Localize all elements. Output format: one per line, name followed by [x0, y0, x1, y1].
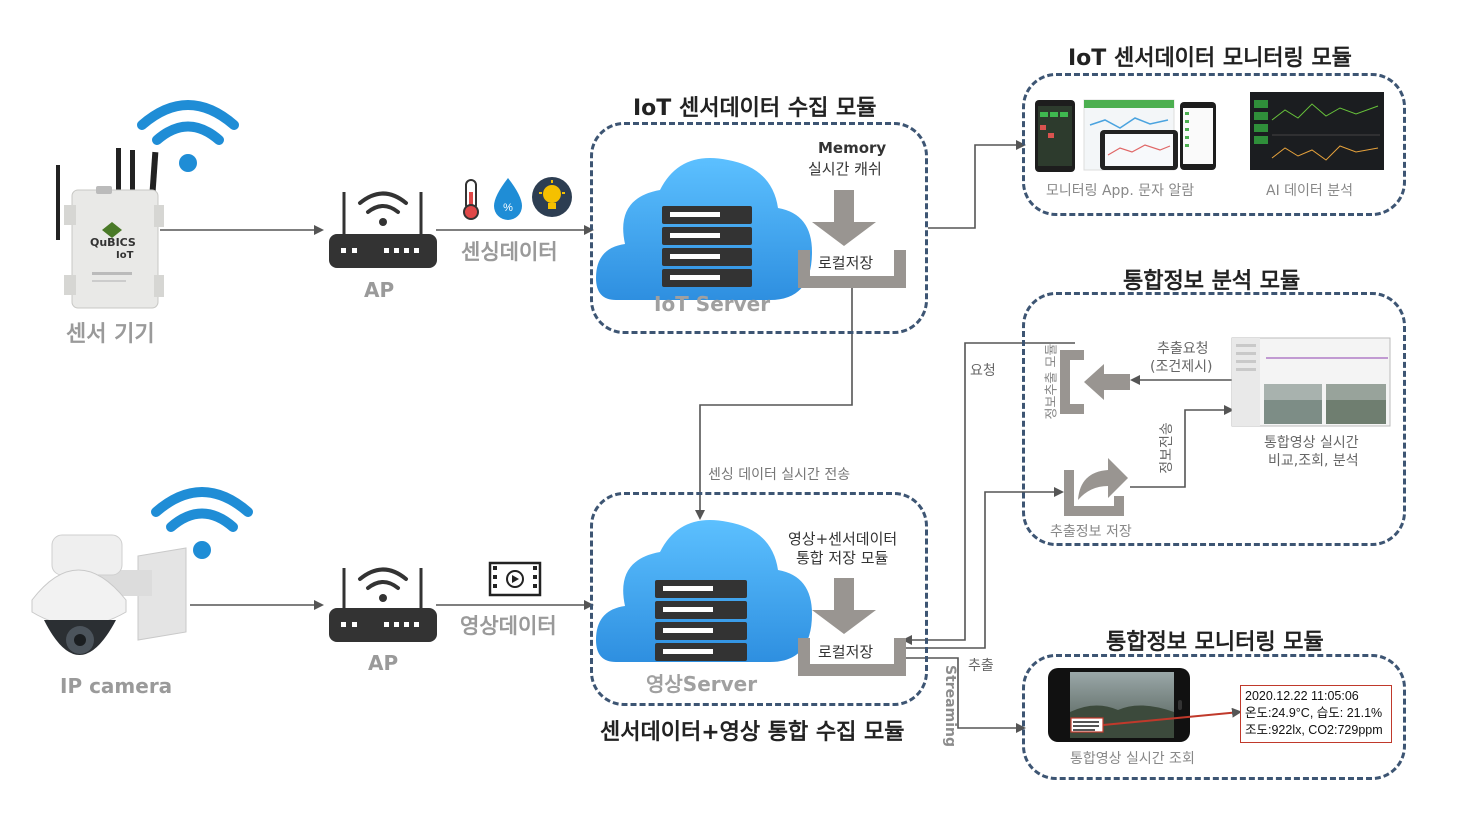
analysis-screenshot-icon [1231, 337, 1391, 427]
extract-request-label-2: (조건제시) [1150, 359, 1213, 375]
left-arrow-icon [1084, 364, 1130, 400]
extract-module-label: 정보추출 모듈 [1044, 343, 1060, 420]
realtime-transfer-label: 센싱 데이터 실시간 전송 [708, 467, 851, 483]
ap-router-icon-bottom [329, 567, 437, 642]
info-datetime: 2020.12.22 11:05:06 [1245, 689, 1359, 703]
integrated-monitor-module-title: 통합정보 모니터링 모듈 [1106, 630, 1324, 655]
ap-top-label: AP [364, 278, 395, 302]
extract-bracket-icon [1060, 350, 1084, 414]
sensor-info-overlay: 2020.12.22 11:05:06 온도:24.9°C, 습도: 21.1%… [1240, 685, 1392, 743]
sensor-device-icon [56, 148, 164, 309]
ap-router-icon-top [329, 191, 437, 268]
video-file-icon [488, 561, 542, 597]
video-server-label: 영상Server [646, 672, 758, 696]
phone-video-icon [1048, 668, 1190, 742]
sensor-device-label: 센서 기기 [66, 322, 155, 347]
monitoring-app-label: 모니터링 App. 문자 알람 [1046, 183, 1195, 199]
analysis-module-box [1022, 292, 1406, 546]
ap-bottom-label: AP [368, 651, 399, 675]
ip-camera-label: IP camera [60, 674, 173, 698]
realtime-cache-label: 실시간 캐쉬 [808, 160, 882, 178]
integrated-store-title-1: 영상+센서데이터 [788, 530, 898, 548]
compare-label-1: 통합영상 실시간 [1264, 435, 1359, 451]
video-local-store-label: 로컬저장 [818, 643, 874, 661]
integrated-monitor-module-box [1022, 654, 1406, 780]
wifi-icon-top [137, 100, 239, 172]
request-line [902, 342, 1075, 645]
info-transfer-line [1130, 405, 1234, 488]
sensor-brand-label: QuBICS [90, 236, 136, 249]
svg-text:%: % [503, 202, 513, 214]
thermometer-icon [463, 179, 479, 220]
highlight-pointer-line [1102, 707, 1242, 726]
iot-local-store-label: 로컬저장 [818, 254, 874, 272]
iot-monitor-module-box [1022, 73, 1406, 216]
iot-store-arrow-icon [798, 190, 906, 288]
iot-server-rack-icon [662, 206, 752, 287]
light-bulb-icon [532, 177, 572, 217]
compare-label-2: 비교,조회, 분석 [1268, 453, 1359, 469]
sensor-brand-sub-label: IoT [116, 250, 134, 261]
iot-server-label: IoT Server [654, 292, 771, 316]
share-export-icon [1064, 458, 1128, 516]
streaming-label: Streaming [942, 665, 958, 747]
iot-to-video-line [695, 288, 853, 520]
realtime-view-label: 통합영상 실시간 조회 [1070, 751, 1195, 767]
ai-analysis-label: AI 데이터 분석 [1266, 183, 1354, 199]
request-label: 요청 [970, 363, 996, 379]
sensing-data-label: 센싱데이터 [461, 240, 558, 264]
iot-to-monitor-line [928, 140, 1026, 229]
video-store-arrow-icon [798, 578, 906, 676]
info-transfer-label: 정보전송 [1158, 422, 1175, 474]
info-temp-humidity: 온도:24.9°C, 습도: 21.1% [1245, 706, 1383, 720]
integrated-store-title-2: 통합 저장 모듈 [796, 549, 889, 567]
extract-store-label: 추출정보 저장 [1050, 524, 1132, 540]
iot-collect-module-box [590, 122, 928, 334]
humidity-drop-icon: % [494, 178, 522, 220]
video-data-label: 영상데이터 [460, 614, 557, 638]
integrated-collect-module-box [590, 492, 928, 706]
wifi-icon-bottom [151, 487, 253, 559]
streaming-line [904, 657, 1026, 733]
iot-monitor-module-title: IoT 센서데이터 모니터링 모듈 [1068, 46, 1352, 71]
ip-camera-icon [31, 534, 187, 655]
memory-label: Memory [818, 139, 887, 157]
video-server-rack-icon [655, 580, 747, 661]
monitoring-app-screenshots-icon [1035, 99, 1216, 172]
iot-collect-module-title: IoT 센서데이터 수집 모듈 [633, 96, 877, 121]
ai-analysis-screenshot-icon [1250, 92, 1384, 170]
integrated-collect-module-title: 센서데이터+영상 통합 수집 모듈 [600, 720, 905, 745]
extract-request-label-1: 추출요청 [1157, 341, 1209, 357]
analysis-module-title: 통합정보 분석 모듈 [1123, 269, 1301, 294]
info-light-co2: 조도:922lx, CO2:729ppm [1245, 723, 1383, 737]
extract-label: 추출 [968, 658, 994, 674]
